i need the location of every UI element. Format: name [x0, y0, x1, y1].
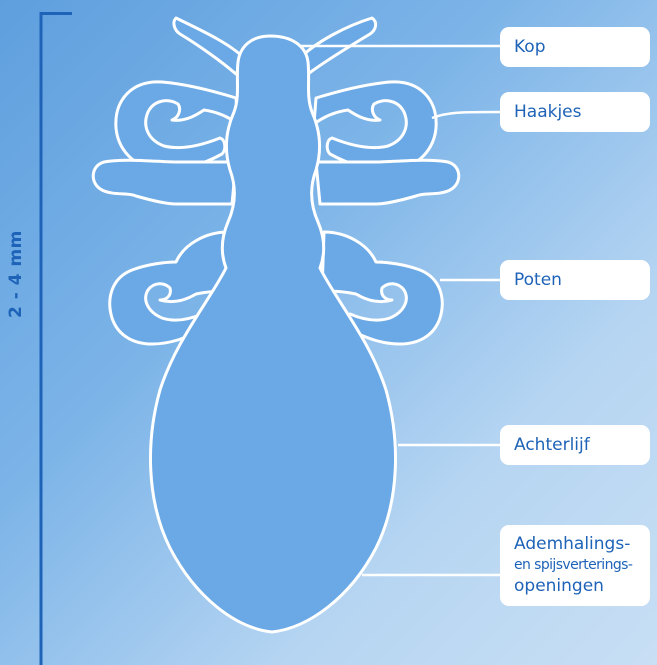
- louse-body: [151, 36, 396, 632]
- label-openingen: Ademhalings- en spijsverterings- opening…: [500, 525, 650, 606]
- left-middle-leg: [93, 160, 236, 204]
- label-poten-text: Poten: [514, 270, 562, 290]
- label-haakjes: Haakjes: [500, 92, 650, 132]
- label-openingen-line1: Ademhalings-: [514, 534, 636, 555]
- right-front-leg: [314, 82, 436, 171]
- left-front-leg: [116, 82, 238, 171]
- left-antenna: [174, 18, 244, 74]
- label-kop: Kop: [500, 27, 650, 67]
- label-openingen-line3: openingen: [514, 576, 636, 597]
- right-middle-leg: [316, 160, 459, 204]
- label-achterlijf-text: Achterlijf: [514, 435, 590, 455]
- label-achterlijf: Achterlijf: [500, 425, 650, 465]
- label-haakjes-text: Haakjes: [514, 102, 582, 122]
- label-kop-text: Kop: [514, 37, 546, 57]
- label-openingen-line2: en spijsverterings-: [514, 555, 636, 576]
- callout-line-haakjes: [432, 112, 502, 118]
- label-poten: Poten: [500, 260, 650, 300]
